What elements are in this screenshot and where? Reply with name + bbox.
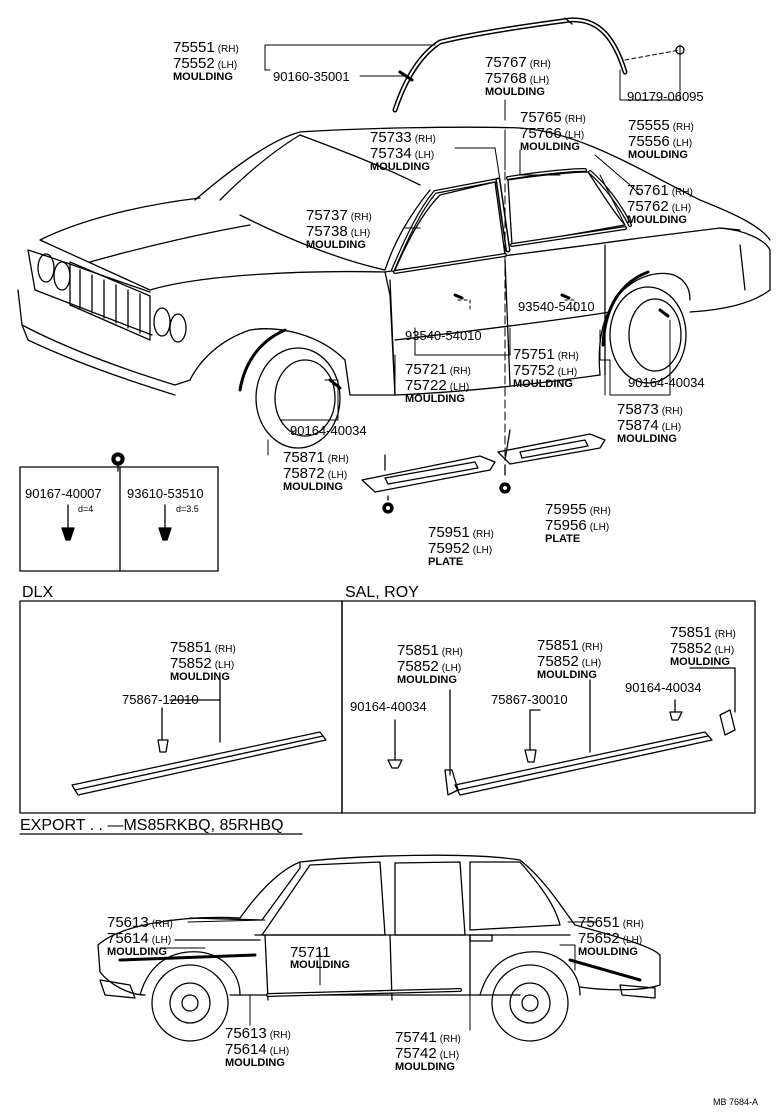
label-sal-90164-40034-a: 90164-40034 bbox=[350, 699, 427, 714]
label-90179-06095: 90179-06095 bbox=[627, 89, 704, 104]
label-75765-75766: 75765(RH) 75766(LH) MOULDING bbox=[520, 109, 586, 153]
label-75555-75556: 75555(RH) 75556(LH) MOULDING bbox=[628, 117, 694, 161]
export-car bbox=[97, 854, 661, 1042]
label-93610-53510: 93610-53510 bbox=[127, 486, 204, 501]
label-sal-75851-75852-b: 75851(RH) 75852(LH) MOULDING bbox=[537, 637, 603, 681]
roof-drip-moulding bbox=[392, 17, 628, 113]
label-90164-40034-front: 90164-40034 bbox=[290, 423, 367, 438]
label-75551-75552: 75551(RH) 75552(LH) MOULDING bbox=[173, 39, 239, 83]
dlx-rocker-moulding bbox=[71, 679, 327, 796]
label-75873-75874: 75873(RH) 75874(LH) MOULDING bbox=[617, 401, 683, 445]
label-75767-75768: 75767(RH) 75768(LH) MOULDING bbox=[485, 54, 551, 98]
sedan-body bbox=[17, 126, 771, 449]
label-75871-75872: 75871(RH) 75872(LH) MOULDING bbox=[283, 449, 349, 493]
label-export-75651-75652: 75651(RH) 75652(LH) MOULDING bbox=[578, 914, 644, 958]
label-75951-75952: 75951(RH) 75952(LH) PLATE bbox=[428, 524, 494, 568]
label-sal-75851-75852-c: 75851(RH) 75852(LH) MOULDING bbox=[670, 624, 736, 668]
label-d4: d=4 bbox=[78, 504, 94, 514]
section-title-sal-roy: SAL, ROY bbox=[345, 584, 419, 601]
label-75733-75734: 75733(RH) 75734(LH) MOULDING bbox=[370, 129, 436, 173]
scuff-plates bbox=[361, 429, 606, 514]
window-mouldings bbox=[391, 168, 632, 274]
label-dlx-75867-12010: 75867-12010 bbox=[122, 692, 199, 707]
label-90167-40007: 90167-40007 bbox=[25, 486, 102, 501]
label-93540-54010-front: 93540-54010 bbox=[405, 328, 482, 343]
diagram-reference-code: MB 7684-A bbox=[713, 1097, 759, 1107]
fastener-inset bbox=[19, 452, 219, 572]
leader-lines bbox=[264, 44, 681, 461]
export-leader-lines bbox=[159, 919, 596, 1031]
label-sal-75867-30010: 75867-30010 bbox=[491, 692, 568, 707]
fasteners bbox=[328, 45, 685, 390]
label-sal-75851-75852-a: 75851(RH) 75852(LH) MOULDING bbox=[397, 642, 463, 686]
label-d3-5: d=3.5 bbox=[176, 504, 199, 514]
label-75761-75762: 75761(RH) 75762(LH) MOULDING bbox=[627, 182, 693, 226]
label-75721-75722: 75721(RH) 75722(LH) MOULDING bbox=[405, 361, 471, 405]
label-75751-75752: 75751(RH) 75752(LH) MOULDING bbox=[513, 346, 579, 390]
section-frames bbox=[19, 600, 756, 814]
label-sal-90164-40034-b: 90164-40034 bbox=[625, 680, 702, 695]
sal-rocker-moulding bbox=[387, 667, 736, 796]
label-90160-35001: 90160-35001 bbox=[273, 69, 350, 84]
section-title-dlx: DLX bbox=[22, 584, 54, 601]
label-75955-75956: 75955(RH) 75956(LH) PLATE bbox=[545, 501, 611, 545]
label-export-75613-75614-bottom: 75613(RH) 75614(LH) MOULDING bbox=[225, 1025, 291, 1069]
label-93540-54010-rear: 93540-54010 bbox=[518, 299, 595, 314]
label-export-75711: 75711 MOULDING bbox=[290, 944, 350, 971]
label-export-75613-75614-top: 75613(RH) 75614(LH) MOULDING bbox=[107, 914, 173, 958]
label-75737-75738: 75737(RH) 75738(LH) MOULDING bbox=[306, 207, 372, 251]
label-90164-40034-rear: 90164-40034 bbox=[628, 375, 705, 390]
section-title-export: EXPORT . . —MS85RKBQ, 85RHBQ bbox=[20, 817, 284, 834]
label-export-75741-75742: 75741(RH) 75742(LH) MOULDING bbox=[395, 1029, 461, 1073]
label-dlx-75851-75852: 75851(RH) 75852(LH) MOULDING bbox=[170, 639, 236, 683]
